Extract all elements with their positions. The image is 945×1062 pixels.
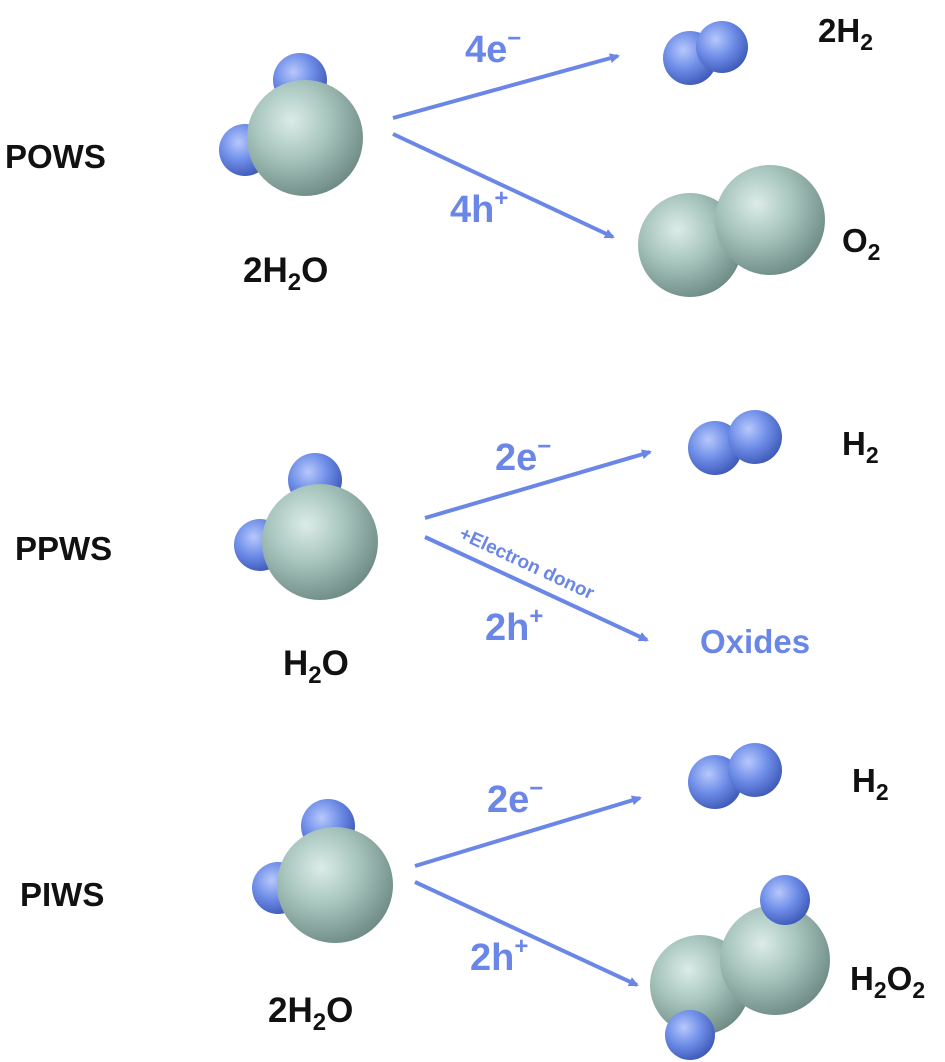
electron-label-pows: 4e− <box>465 25 521 71</box>
hydrogen-atom <box>728 743 782 797</box>
hole-arrow-piws <box>414 880 639 987</box>
product-bottom-label-ppws: Oxides <box>700 623 810 660</box>
hole-label-piws: 2h+ <box>470 933 528 979</box>
oxygen-molecule-pows <box>638 165 825 297</box>
water-molecule-reactant-ppws <box>234 453 378 600</box>
process-label-ppws: PPWS <box>15 530 112 567</box>
hydrogen-atom <box>696 21 748 73</box>
process-label-piws: PIWS <box>20 876 104 913</box>
hydrogen-atom <box>665 1010 715 1060</box>
reactant-label-piws: 2H2O <box>268 991 353 1036</box>
hydrogen-atom <box>760 875 810 925</box>
oxygen-atom <box>720 905 830 1015</box>
electron-arrow-pows <box>392 53 620 120</box>
oxygen-atom <box>247 80 363 196</box>
oxygen-atom <box>262 484 378 600</box>
electron-donor-note-ppws: +Electron donor <box>456 523 598 604</box>
water-molecule-reactant-pows <box>219 53 363 196</box>
hole-label-ppws: 2h+ <box>485 603 543 649</box>
row-piws: PIWS 2H2O 2e− 2h+ H2 H2O2 <box>20 743 925 1060</box>
process-label-pows: POWS <box>5 138 106 175</box>
hydrogen-atom <box>728 410 782 464</box>
hydrogen-peroxide-molecule-piws <box>650 875 830 1060</box>
reactant-label-ppws: H2O <box>283 644 349 689</box>
electron-label-piws: 2e− <box>487 775 543 821</box>
electron-arrow-piws <box>414 795 642 868</box>
product-top-label-ppws: H2 <box>842 425 879 468</box>
hole-label-pows: 4h+ <box>450 185 508 231</box>
oxygen-atom <box>277 827 393 943</box>
product-bottom-label-piws: H2O2 <box>850 960 925 1003</box>
electron-arrow-ppws <box>424 449 652 520</box>
electron-label-ppws: 2e− <box>495 433 551 479</box>
hydrogen-molecule-pows <box>663 21 748 85</box>
hydrogen-molecule-ppws <box>688 410 782 475</box>
product-top-label-pows: 2H2 <box>818 12 873 55</box>
product-top-label-piws: H2 <box>852 762 889 805</box>
water-molecule-reactant-piws <box>252 799 393 943</box>
reactant-label-pows: 2H2O <box>243 251 328 296</box>
hole-arrow-ppws <box>424 535 649 642</box>
hydrogen-molecule-piws <box>688 743 782 809</box>
oxygen-atom <box>715 165 825 275</box>
product-bottom-label-pows: O2 <box>842 222 880 265</box>
hole-arrow-pows <box>392 132 615 239</box>
row-ppws: PPWS H2O 2e− +Electron donor 2h+ H2 Oxid… <box>15 410 879 689</box>
row-pows: POWS 2H2O 4e− 4h+ 2H2 O2 <box>5 12 880 297</box>
